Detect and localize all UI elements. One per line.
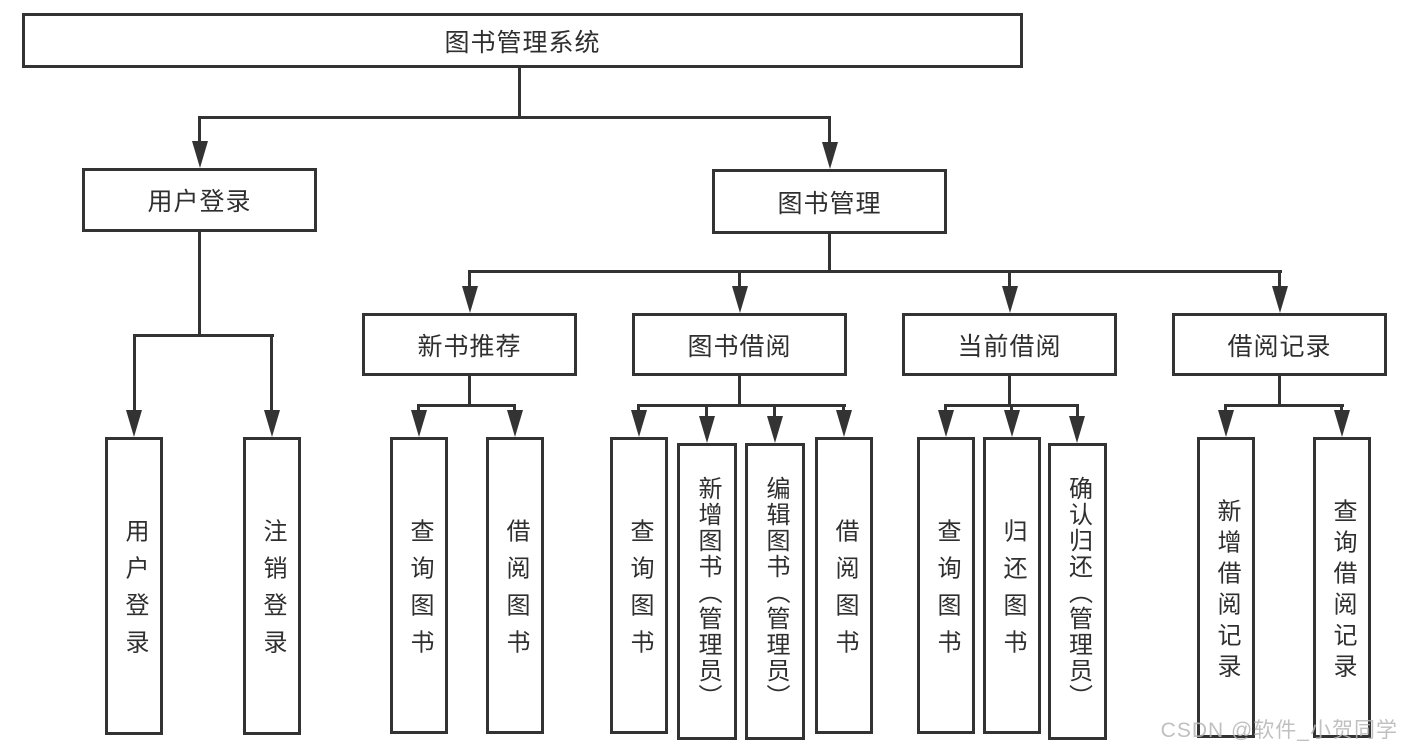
node-confirm-return-admin: 确认归还（管理员） [1048,443,1107,740]
arrow-down-icon [126,410,142,437]
node-label: 新书推荐 [417,332,522,361]
connector-line [513,404,516,411]
connector-line [133,334,136,411]
connector-line [270,334,273,411]
arrow-down-icon [1334,410,1350,437]
node-edit-books-admin: 编辑图书（管理员） [745,443,805,740]
connector-line [828,234,831,272]
node-label: 归还图书 [999,518,1026,666]
arrow-down-icon [1069,416,1085,443]
node-return-books: 归还图书 [983,437,1041,734]
node-current-borrowing: 当前借阅 [902,313,1117,376]
node-borrowing-records: 借阅记录 [1172,313,1387,376]
arrow-down-icon [631,410,647,437]
arrow-down-icon [1004,410,1020,437]
arrow-down-icon [1271,286,1288,313]
node-borrow-books-recommend: 借阅图书 [486,437,544,734]
connector-line [1224,404,1344,407]
node-query-books-recommend: 查询图书 [390,437,448,734]
connector-line [198,232,201,336]
node-label: 图书借阅 [687,332,792,361]
node-book-borrowing: 图书借阅 [632,313,847,376]
arrow-down-icon [191,141,208,168]
node-root: 图书管理系统 [22,13,1023,68]
node-add-books-admin: 新增图书（管理员） [677,443,737,740]
node-user-login: 用户登录 [82,168,317,232]
arrow-down-icon [836,410,852,437]
connector-line [944,404,947,411]
node-borrow-books-borrowing: 借阅图书 [815,437,873,734]
connector-line [1008,376,1011,406]
connector-line [417,404,420,411]
node-label: 编辑图书（管理员） [762,475,789,710]
node-label: 借阅记录 [1227,332,1332,361]
node-label: 图书管理系统 [444,28,601,57]
arrow-down-icon [938,410,954,437]
node-label: 新增借阅记录 [1213,498,1240,684]
connector-line [828,116,831,143]
node-label: 当前借阅 [957,332,1062,361]
node-label: 借阅图书 [831,518,858,666]
node-label: 查询图书 [626,518,653,666]
connector-line [1076,404,1079,417]
node-query-books-current: 查询图书 [917,437,975,734]
arrow-down-icon [767,416,783,443]
arrow-down-icon [731,286,748,313]
arrow-down-icon [1001,286,1018,313]
node-add-borrow-record: 新增借阅记录 [1197,437,1255,738]
connector-line [637,404,846,407]
connector-line [1008,270,1011,287]
arrow-down-icon [507,410,523,437]
connector-line [738,376,741,406]
csdn-watermark: CSDN @软件_小贺同学 [1160,719,1398,742]
connector-line [198,116,831,119]
arrow-down-icon [411,410,427,437]
node-query-books-borrowing: 查询图书 [610,437,668,734]
node-query-borrow-record: 查询借阅记录 [1313,437,1371,738]
connector-line [1278,376,1281,406]
node-logout-leaf: 注销登录 [243,437,301,735]
node-user-login-leaf: 用户登录 [105,437,163,735]
connector-line [705,404,708,417]
connector-line [133,334,274,337]
node-new-book-recommend: 新书推荐 [362,313,577,376]
node-label: 图书管理 [777,189,882,218]
connector-line [1278,270,1281,287]
connector-line [468,270,471,287]
node-label: 用户登录 [147,188,252,216]
connector-line [637,404,640,411]
node-label: 确认归还（管理员） [1064,475,1092,710]
connector-line [198,116,201,142]
connector-line [1340,404,1343,411]
node-label: 借阅图书 [502,518,529,666]
arrow-down-icon [1218,410,1234,437]
connector-line [518,68,521,118]
arrow-down-icon [821,142,838,169]
node-label: 用户登录 [121,518,148,667]
node-label: 查询图书 [933,518,960,666]
connector-line [842,404,845,411]
node-label: 查询图书 [406,518,433,666]
connector-line [1224,404,1227,411]
node-label: 注销登录 [259,518,286,667]
node-label: 新增图书（管理员） [694,475,721,710]
connector-line [468,270,1282,273]
connector-line [417,404,516,407]
node-book-management: 图书管理 [712,169,947,234]
connector-line [1010,404,1013,411]
connector-line [738,270,741,287]
arrow-down-icon [461,286,478,313]
connector-line [468,376,471,406]
arrow-down-icon [264,410,280,437]
arrow-down-icon [699,416,715,443]
node-label: 查询借阅记录 [1329,498,1356,684]
connector-line [773,404,776,417]
